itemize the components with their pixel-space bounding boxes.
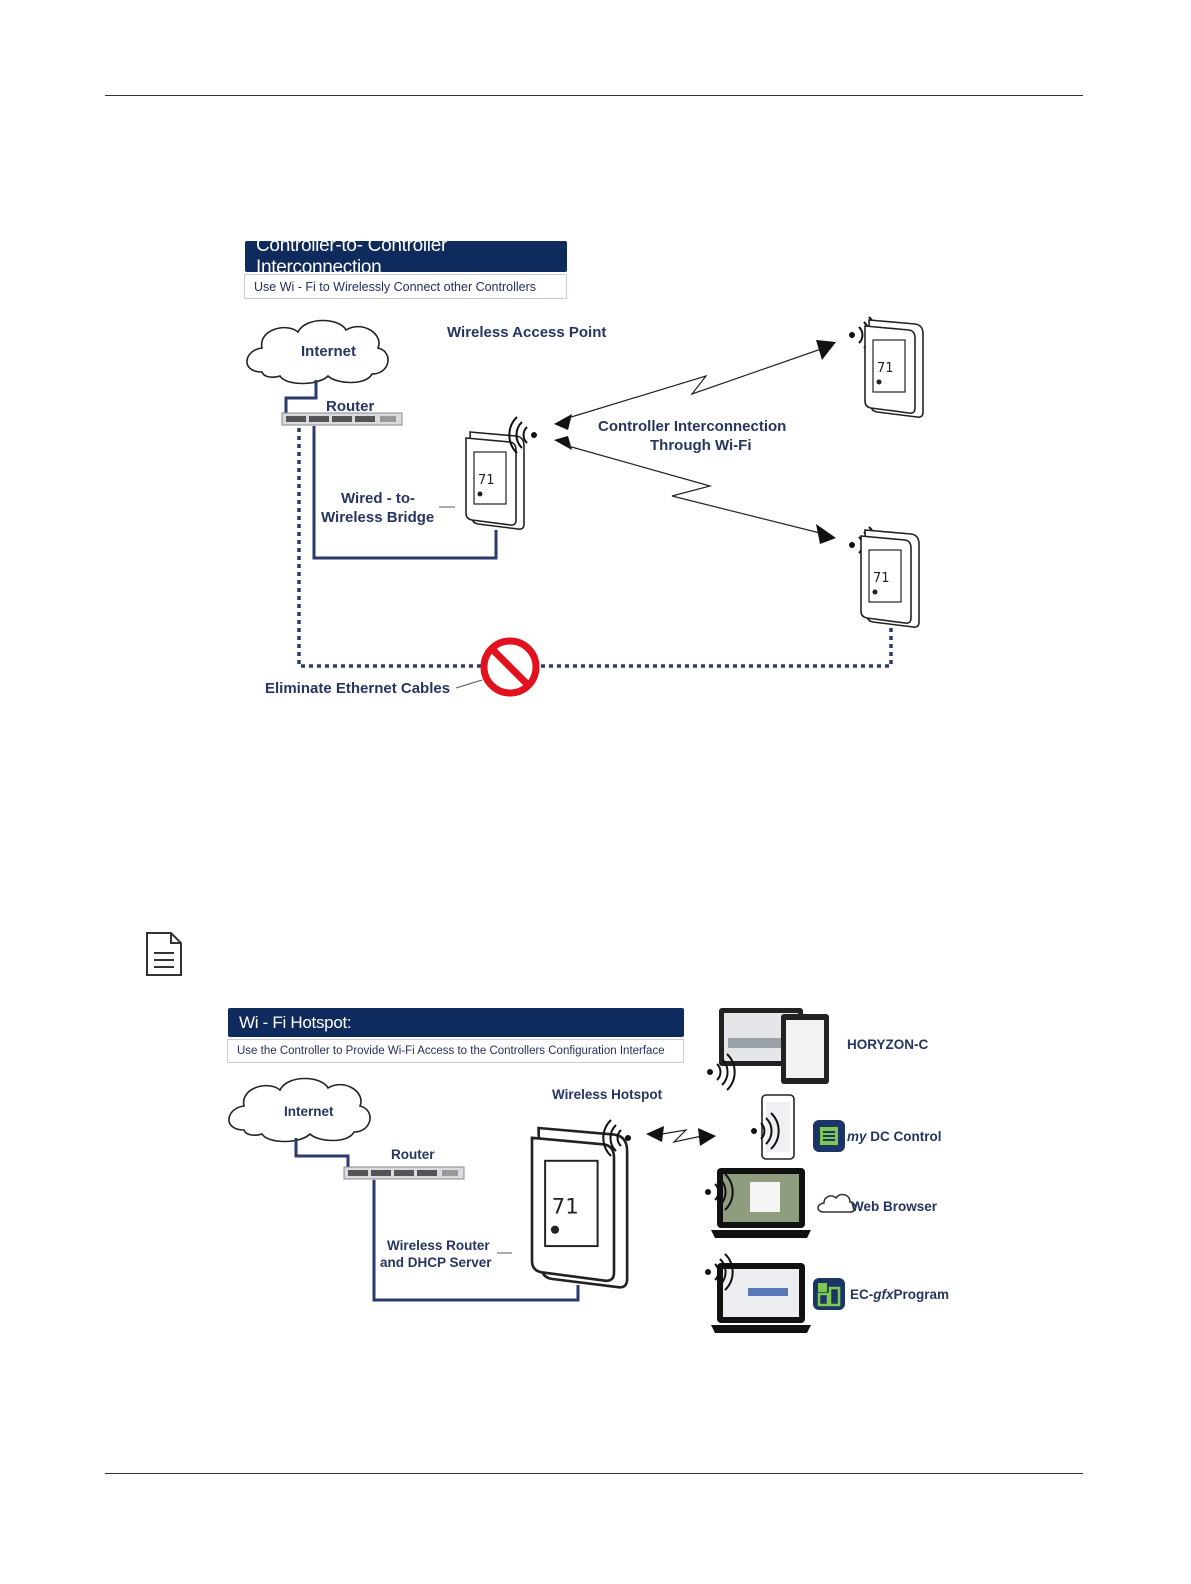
ecgfx-post: Program: [893, 1287, 950, 1302]
wireless-router-label-line2: and DHCP Server: [380, 1255, 492, 1270]
internet-label: Internet: [284, 1104, 334, 1119]
thermostat-icon: 71: [530, 1126, 629, 1289]
eliminate-cables-label: Eliminate Ethernet Cables: [265, 680, 451, 697]
svg-text:71: 71: [877, 361, 894, 376]
router-icon: [343, 1166, 465, 1180]
diagram1-subtitle: Use Wi - Fi to Wirelessly Connect other …: [244, 274, 567, 299]
app-icon: [813, 1278, 845, 1310]
cloud-icon: [246, 319, 389, 385]
mydc-app-icon: [820, 1127, 838, 1145]
thermostat-icon: 71: [864, 319, 924, 418]
mydc-control-label: my DC Control: [847, 1128, 942, 1145]
wireless-hotspot-label: Wireless Hotspot: [552, 1087, 663, 1102]
phone-icon: [761, 1094, 795, 1160]
horyzon-label: HORYZON-C: [847, 1037, 929, 1052]
bridge-label-line1: Wired - to-: [341, 490, 416, 507]
router-label: Router: [326, 398, 375, 415]
app-icon: [813, 1120, 845, 1152]
ecgfx-app-icon: [817, 1283, 841, 1307]
note-icon: [146, 932, 182, 976]
thermostat-icon: 71: [465, 431, 525, 530]
ecgfx-italic: gfx: [873, 1287, 894, 1302]
ecgfx-program-label: EC-gfxProgram: [850, 1286, 949, 1303]
thermostat-icon: 71: [860, 529, 920, 628]
svg-text:71: 71: [552, 1194, 579, 1219]
cloud-icon: [228, 1077, 371, 1143]
bridge-label-line2: Wireless Bridge: [321, 509, 435, 526]
tablet-icon: [719, 1008, 829, 1084]
internet-label: Internet: [301, 343, 357, 360]
wireless-router-label-line1: Wireless Router: [387, 1238, 490, 1253]
diagram2-title: Wi - Fi Hotspot:: [228, 1008, 684, 1037]
mydc-rest: DC Control: [866, 1129, 942, 1144]
through-wifi-label: Through Wi-Fi: [650, 437, 752, 454]
svg-text:71: 71: [873, 571, 890, 586]
header-rule: [105, 95, 1083, 96]
mydc-italic: my: [847, 1129, 867, 1144]
router-label: Router: [391, 1147, 435, 1162]
wireless-access-point-label: Wireless Access Point: [447, 324, 607, 341]
diagram2-subtitle: Use the Controller to Provide Wi-Fi Acce…: [227, 1039, 684, 1063]
svg-text:71: 71: [478, 473, 495, 488]
cloud-icon: [817, 1193, 856, 1213]
prohibited-icon: [480, 637, 540, 697]
ecgfx-pre: EC-: [850, 1287, 874, 1302]
web-browser-label: Web Browser: [851, 1199, 938, 1214]
controller-interconnection-label: Controller Interconnection: [598, 418, 787, 435]
footer-rule: [105, 1473, 1083, 1474]
